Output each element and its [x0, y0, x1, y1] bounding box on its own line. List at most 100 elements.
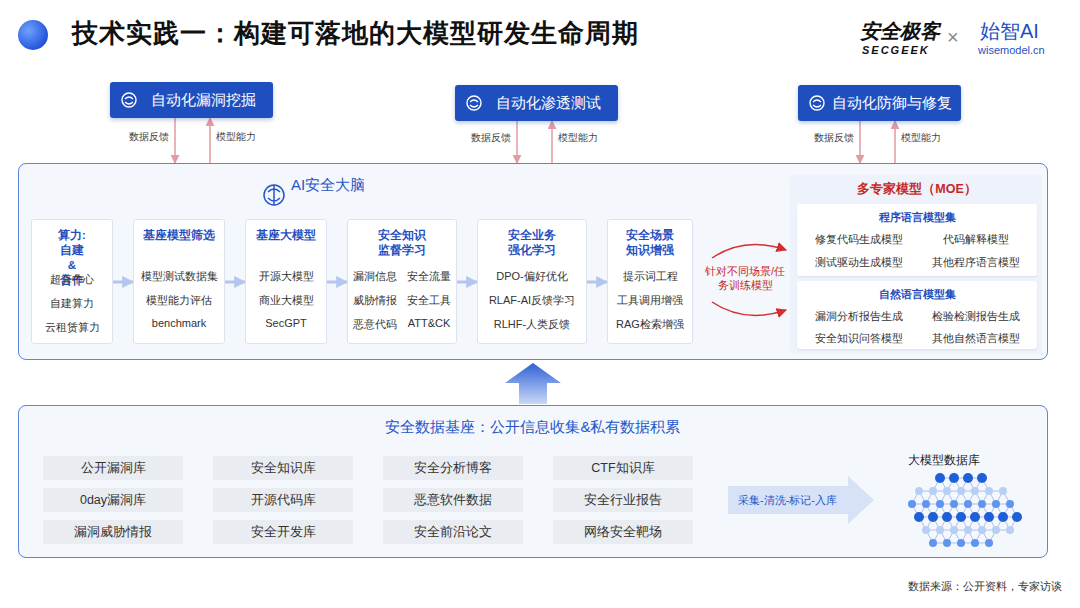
node-text: DPO-偏好优化 — [496, 269, 568, 284]
network-node — [1006, 500, 1014, 508]
network-node — [957, 487, 965, 495]
node-text: 威胁情报 — [353, 293, 397, 308]
flow-arrow — [516, 121, 518, 163]
node-heading: 多专家模型（MOE） — [797, 181, 1037, 198]
node-text: 0day漏洞库 — [80, 492, 146, 509]
edge-label: 数据反馈 — [129, 130, 169, 144]
node-heading: 安全知识 监督学习 — [378, 228, 426, 258]
node-text: 其他自然语言模型 — [932, 332, 1020, 346]
network-node — [950, 526, 958, 534]
node-heading: 基座大模型 — [256, 228, 316, 258]
data-source-cell: 安全分析博客 — [383, 456, 523, 480]
network-node — [950, 500, 958, 508]
network-node — [943, 539, 951, 547]
network-node — [992, 526, 1000, 534]
node-text: 自动化渗透测试 — [496, 94, 601, 113]
node-text: CTF知识库 — [591, 460, 654, 477]
model-set-box: 自然语言模型集漏洞分析报告生成检验检测报告生成安全知识问答模型其他自然语言模型 — [797, 281, 1037, 349]
logo-text: wisemodel.cn — [978, 44, 1045, 56]
database-network — [908, 473, 1022, 547]
flow-arrow-large — [505, 363, 561, 404]
cycle-arrow — [712, 302, 786, 315]
loop-note: 针对不同场景/任务训练模型 — [700, 264, 790, 293]
node-text: 恶意软件数据 — [414, 492, 492, 509]
network-node — [985, 539, 993, 547]
moe-group: 多专家模型（MOE）程序语言模型集修复代码生成模型代码解释模型测试驱动生成模型其… — [797, 179, 1037, 351]
network-node — [922, 526, 930, 534]
logo-text: 始智AI — [980, 18, 1039, 45]
network-node — [908, 500, 916, 508]
node-text: 安全工具 — [407, 293, 451, 308]
network-node — [922, 500, 930, 508]
network-node — [914, 512, 924, 522]
node-text: 漏洞分析报告生成 — [815, 310, 903, 324]
logo-text: SECGEEK — [862, 44, 930, 56]
node-text: 工具调用增强 — [617, 293, 683, 308]
node-heading: 安全数据基座：公开信息收集&私有数据积累 — [19, 418, 1047, 437]
data-source-cell: CTF知识库 — [553, 456, 693, 480]
network-node — [929, 487, 937, 495]
node-text: 超算中心 — [50, 272, 94, 287]
node-heading: 程序语言模型集 — [815, 210, 1020, 225]
flow-arrow — [327, 281, 347, 284]
stage-box: 安全业务 强化学习 DPO-偏好优化 RLAF-AI反馈学习 RLHF-人类反馈 — [477, 219, 587, 344]
node-text: 漏洞威胁情报 — [74, 524, 152, 541]
network-node — [949, 473, 959, 483]
edge-label: 模型能力 — [558, 131, 598, 145]
network-node — [936, 500, 944, 508]
node-text: 安全前沿论文 — [414, 524, 492, 541]
network-node — [971, 487, 979, 495]
flow-arrow — [174, 118, 176, 163]
node-text: 开源大模型 — [259, 269, 314, 284]
moe-area — [790, 175, 1042, 353]
node-text: 自建算力 — [50, 296, 94, 311]
node-text: RAG检索增强 — [616, 317, 684, 332]
node-heading: 安全业务 强化学习 — [508, 228, 556, 258]
network-node — [935, 473, 945, 483]
edge-label: 模型能力 — [901, 131, 941, 145]
node-text: 漏洞信息 — [353, 269, 397, 284]
node-text: 自动化漏洞挖掘 — [151, 91, 256, 110]
node-text: RLAF-AI反馈学习 — [489, 293, 575, 308]
stage-box: 安全知识 监督学习漏洞信息安全流量威胁情报安全工具恶意代码ATT&CK — [347, 219, 457, 344]
pipeline-label: 采集-清洗-标记-入库 — [738, 493, 837, 508]
node-text: 安全行业报告 — [584, 492, 662, 509]
brain-icon — [264, 185, 284, 205]
page-title: 技术实践一：构建可落地的大模型研发生命周期 — [72, 16, 639, 51]
logo-separator: × — [947, 26, 959, 49]
cycle-arrow — [712, 245, 786, 258]
network-node — [999, 487, 1007, 495]
node-text: 安全知识问答模型 — [815, 332, 903, 346]
flow-arrow — [457, 281, 477, 284]
flow-arrow — [209, 118, 211, 163]
stage-box: 基座大模型开源大模型商业大模型SecGPT — [245, 219, 327, 344]
network-node — [928, 512, 938, 522]
network-node — [992, 500, 1000, 508]
network-node — [998, 512, 1008, 522]
flow-arrow — [113, 281, 133, 284]
network-node — [978, 526, 986, 534]
title-dot — [18, 20, 48, 50]
node-heading: 算力: 自建&合作 — [58, 228, 86, 261]
node-text: 云租赁算力 — [45, 320, 100, 335]
node-heading: 基座模型筛选 — [143, 228, 215, 258]
node-text: 模型测试数据集 — [141, 269, 218, 284]
data-source-cell: 安全行业报告 — [553, 488, 693, 512]
data-source-cell: 0day漏洞库 — [43, 488, 183, 512]
node-text: 自动化防御与修复 — [832, 94, 952, 113]
node-text: RLHF-人类反馈 — [494, 317, 570, 332]
network-node — [978, 500, 986, 508]
network-node — [985, 487, 993, 495]
flow-arrow — [894, 121, 896, 163]
node-text: 代码解释模型 — [932, 233, 1020, 247]
data-source-cell: 公开漏洞库 — [43, 456, 183, 480]
network-node — [970, 512, 980, 522]
node-text: 模型能力评估 — [146, 293, 212, 308]
node-text: 提示词工程 — [623, 269, 678, 284]
network-node — [915, 487, 923, 495]
node-text: 检验检测报告生成 — [932, 310, 1020, 324]
data-source-cell: 漏洞威胁情报 — [43, 520, 183, 544]
network-node — [942, 512, 952, 522]
task-icon — [120, 91, 138, 109]
task-icon — [808, 94, 826, 112]
